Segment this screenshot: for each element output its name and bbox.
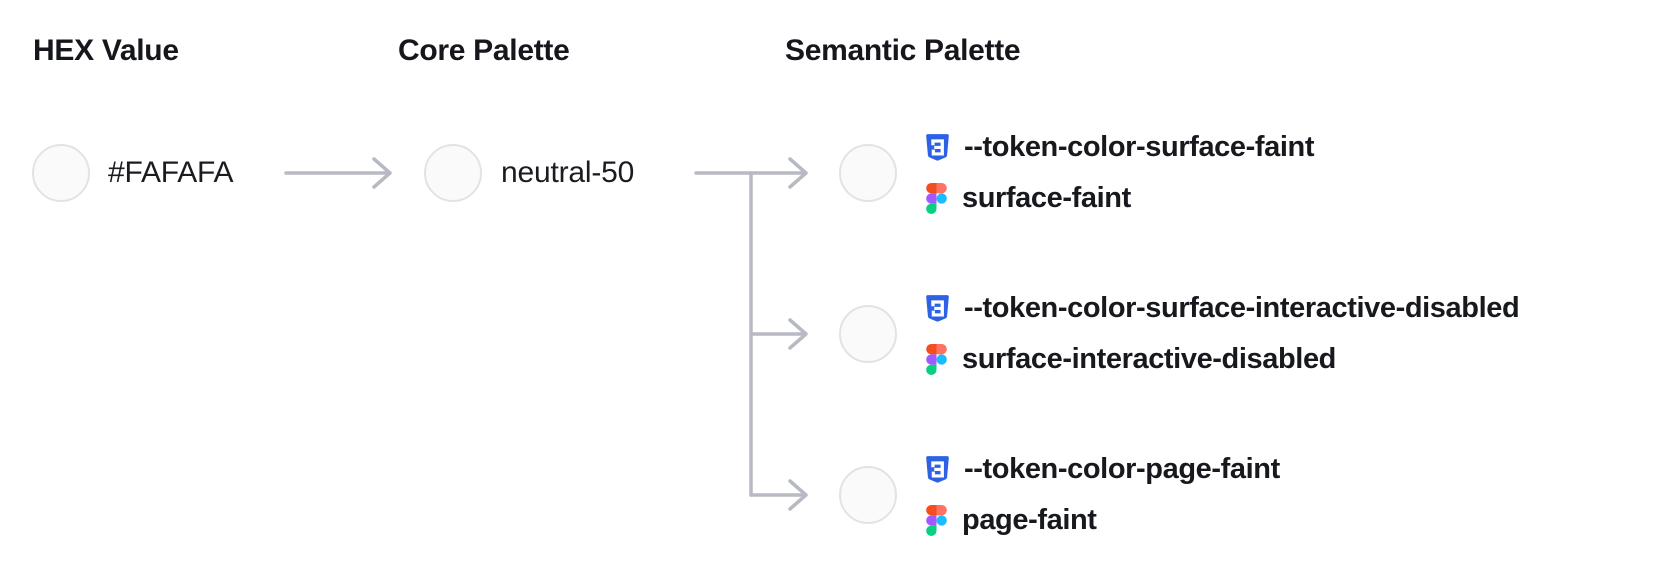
core-swatch <box>424 144 482 202</box>
column-heading-semantic: Semantic Palette <box>785 34 1021 67</box>
css-token-line: --token-color-surface-interactive-disabl… <box>926 292 1520 325</box>
css-variable-label: --token-color-surface-faint <box>964 131 1315 163</box>
hex-swatch <box>32 144 90 202</box>
semantic-token-row: --token-color-page-faint page-faint <box>926 453 1280 537</box>
figma-style-label: surface-faint <box>962 182 1131 214</box>
semantic-swatch <box>839 144 897 202</box>
arrow-core-to-semantic-1-head <box>788 157 808 189</box>
figma-icon <box>926 344 947 375</box>
arrow-hex-to-core-head <box>372 157 392 189</box>
css-variable-label: --token-color-surface-interactive-disabl… <box>964 292 1520 324</box>
css-token-line: --token-color-page-faint <box>926 453 1280 486</box>
hex-value-label: #FAFAFA <box>108 156 234 189</box>
figma-icon <box>926 183 947 214</box>
css-icon <box>926 134 949 161</box>
core-token-label: neutral-50 <box>501 156 635 189</box>
figma-token-line: surface-interactive-disabled <box>926 343 1519 376</box>
css-variable-label: --token-color-page-faint <box>964 453 1280 485</box>
column-heading-hex: HEX Value <box>33 34 179 67</box>
semantic-token-row: --token-color-surface-interactive-disabl… <box>926 292 1520 376</box>
css-token-line: --token-color-surface-faint <box>926 131 1315 164</box>
semantic-token-row: --token-color-surface-faint surface-fain… <box>926 131 1315 215</box>
column-heading-core: Core Palette <box>398 34 570 67</box>
arrow-core-to-semantic-2-head <box>788 318 808 350</box>
css-icon <box>926 295 949 322</box>
figma-icon <box>926 505 947 536</box>
semantic-swatch <box>839 466 897 524</box>
figma-style-label: page-faint <box>962 504 1097 536</box>
figma-token-line: page-faint <box>926 504 1280 537</box>
arrow-core-to-semantic-3-head <box>788 479 808 511</box>
figma-style-label: surface-interactive-disabled <box>962 343 1336 375</box>
figma-token-line: surface-faint <box>926 182 1314 215</box>
css-icon <box>926 456 949 483</box>
semantic-swatch <box>839 305 897 363</box>
